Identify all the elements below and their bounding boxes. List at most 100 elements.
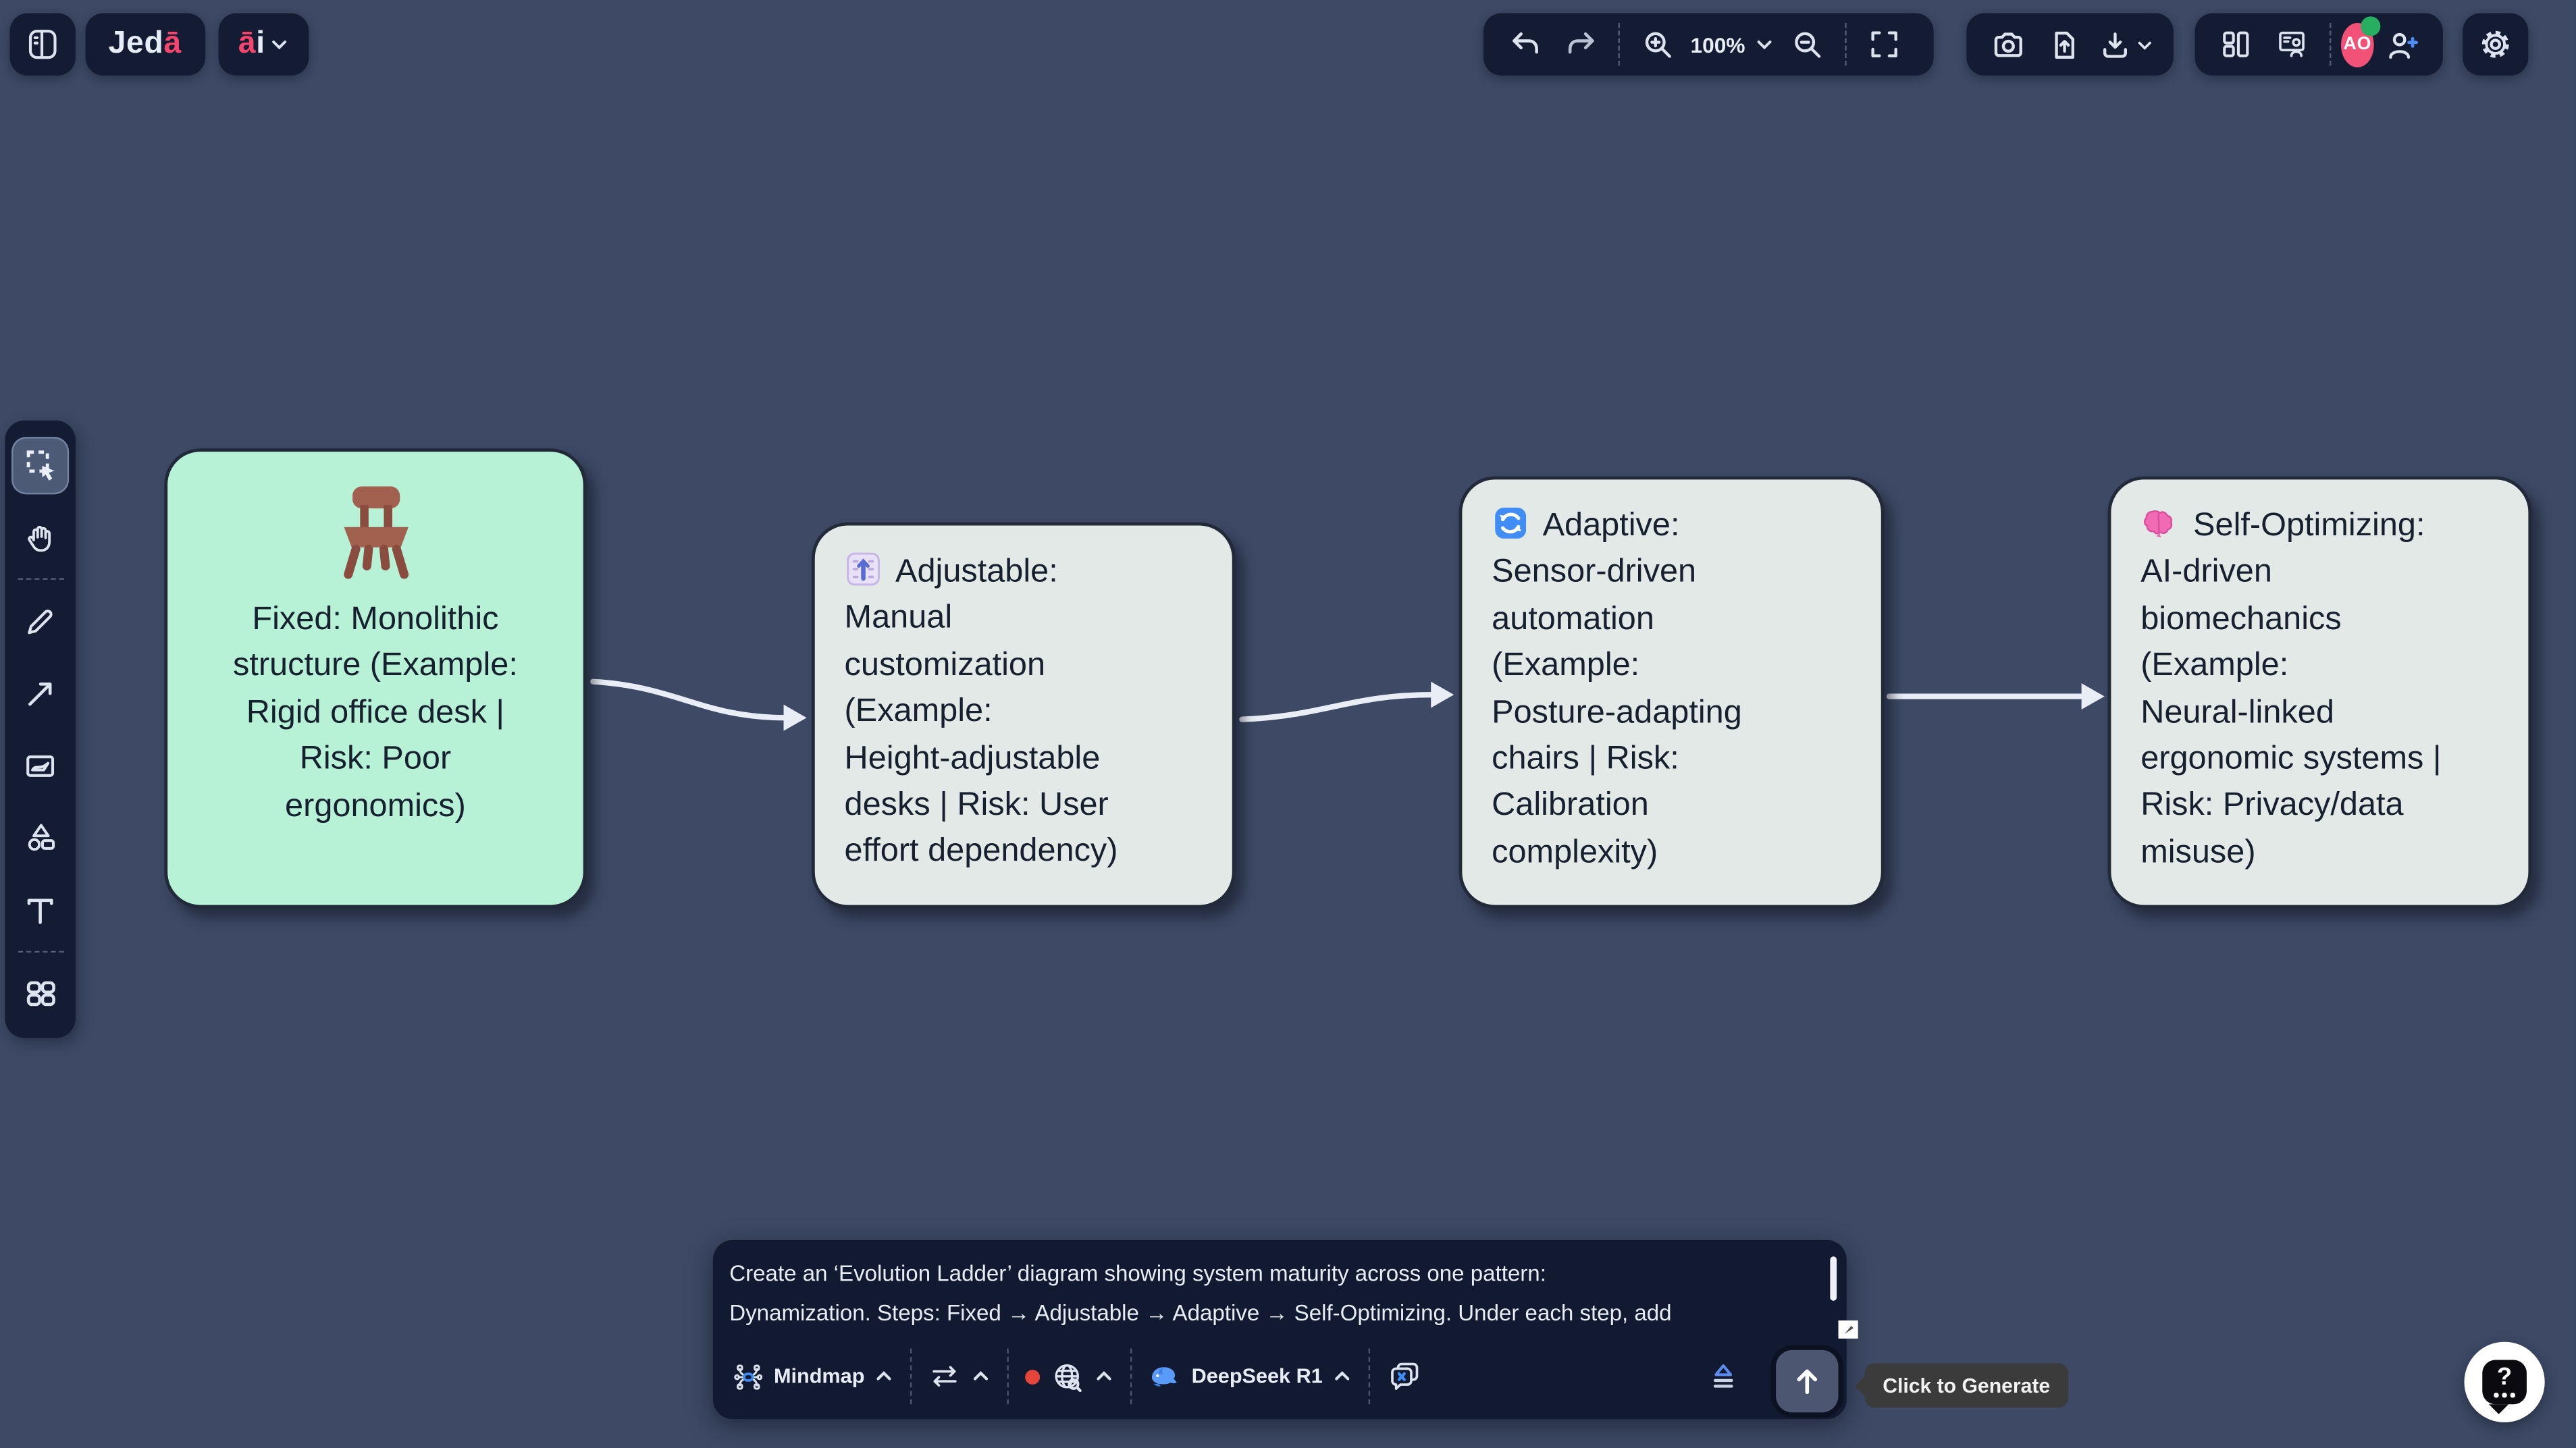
divider [1618, 23, 1620, 66]
generator-type-menu[interactable]: Mindmap [726, 1361, 910, 1392]
tool-pan-hand[interactable] [11, 508, 69, 566]
chair-icon [167, 478, 583, 587]
recording-dot [1025, 1368, 1041, 1384]
generate-tooltip: Click to Generate [1854, 1363, 2068, 1408]
export-toolbar [1966, 13, 2174, 76]
help-button[interactable]: ? [2464, 1341, 2545, 1422]
zoom-level-value: 100% [1690, 32, 1745, 57]
present-button[interactable] [2264, 16, 2320, 72]
tool-apps-grid[interactable] [11, 965, 69, 1022]
divider [17, 950, 63, 953]
level-slider-icon [845, 550, 883, 588]
generate-button[interactable] [1776, 1349, 1839, 1413]
help-dots [2494, 1393, 2515, 1397]
web-globe-icon [1050, 1359, 1084, 1393]
node-text: Fixed: Monolithic structure (Example: Ri… [232, 601, 518, 824]
zoom-menu-chevron[interactable] [1750, 16, 1780, 72]
node-text: Self-Optimizing: AI-driven biomechanics … [2140, 507, 2442, 871]
divider [1845, 23, 1847, 66]
arrow-icon [28, 681, 52, 705]
hand-icon [28, 525, 51, 552]
swap-arrows-icon [933, 1366, 957, 1387]
node-text: Adaptive: Sensor-driven automation (Exam… [1492, 507, 1742, 871]
apps-grid-icon [26, 981, 55, 1007]
fullscreen-button[interactable] [1857, 16, 1913, 72]
zoom-in-button[interactable] [1630, 16, 1686, 72]
history-zoom-toolbar: 100% [1483, 13, 1934, 76]
resize-corner-icon[interactable] [1838, 1320, 1858, 1339]
screenshot-camera-button[interactable] [1980, 16, 2036, 72]
shapes-icon [27, 824, 54, 851]
settings-button[interactable] [2463, 13, 2529, 76]
counterclockwise-arrows-icon [1492, 504, 1529, 542]
brain-icon [2140, 506, 2180, 542]
arrowhead [2081, 683, 2105, 710]
redo-button[interactable] [1552, 16, 1608, 72]
node-adjustable[interactable]: Adjustable: Manual customization (Exampl… [811, 522, 1236, 909]
mindmap-icon [733, 1361, 764, 1392]
tool-select[interactable] [11, 435, 70, 494]
model-label: DeepSeek R1 [1191, 1364, 1323, 1388]
help-bubble-icon: ? [2482, 1360, 2527, 1414]
import-file-button[interactable] [2035, 16, 2091, 72]
up-arrow-icon [1797, 1369, 1818, 1395]
web-search-menu[interactable] [1009, 1359, 1131, 1393]
node-text: Adjustable: Manual customization (Exampl… [844, 553, 1118, 870]
tool-connector-arrow[interactable] [11, 664, 69, 722]
connector-1-2 [590, 678, 789, 721]
download-button[interactable] [2091, 16, 2160, 72]
ai-menu-button[interactable]: āi [218, 13, 310, 76]
divider [2329, 23, 2332, 66]
invite-person-button[interactable] [2374, 16, 2430, 72]
jeda-logo[interactable]: Jedā [85, 13, 205, 76]
chevron-up-icon [974, 1371, 989, 1380]
settings-gear-icon [2477, 26, 2514, 63]
divider [1007, 1348, 1009, 1405]
tools-sidebar [5, 420, 76, 1038]
undo-button[interactable] [1496, 16, 1552, 72]
node-fixed[interactable]: Fixed: Monolithic structure (Example: Ri… [164, 448, 587, 909]
divider [17, 578, 63, 580]
divider [1130, 1348, 1133, 1405]
prompt-input[interactable]: Create an ‘Evolution Ladder’ diagram sho… [729, 1261, 1672, 1325]
ai-menu-label: āi [238, 26, 265, 61]
swap-direction-menu[interactable] [912, 1362, 1007, 1391]
tool-frame-image[interactable] [11, 736, 69, 794]
avatar-initials: AO [2343, 34, 2372, 55]
online-status-dot [2361, 16, 2381, 36]
sidebar-toggle-button[interactable] [9, 13, 76, 76]
node-adaptive[interactable]: Adaptive: Sensor-driven automation (Exam… [1458, 476, 1885, 909]
download-menu-chevron [2138, 41, 2151, 49]
chat-clear-icon [1391, 1362, 1419, 1390]
arrowhead [783, 704, 807, 731]
chevron-up-icon [1097, 1371, 1112, 1380]
tool-pen[interactable] [11, 592, 69, 649]
chevron-down-icon [270, 34, 290, 54]
select-icon [26, 450, 54, 481]
help-question-mark: ? [2496, 1363, 2513, 1392]
zoom-out-button[interactable] [1780, 16, 1836, 72]
node-self-optimizing[interactable]: Self-Optimizing: AI-driven biomechanics … [2107, 476, 2532, 909]
deepseek-whale-icon [1149, 1363, 1182, 1389]
generator-type-label: Mindmap [773, 1364, 865, 1388]
eject-icon [1713, 1364, 1733, 1388]
tool-shapes[interactable] [11, 809, 69, 866]
divider [1368, 1348, 1371, 1405]
clear-chat-button[interactable] [1370, 1358, 1439, 1395]
sidebar-toggle-icon [24, 26, 61, 63]
text-icon [27, 898, 53, 923]
avatar[interactable]: AO [2341, 16, 2381, 67]
model-menu[interactable]: DeepSeek R1 [1132, 1363, 1369, 1389]
connector-2-3 [1239, 692, 1436, 722]
logo-text: Jedā [108, 26, 182, 61]
image-icon [26, 754, 55, 776]
collab-toolbar: AO [2194, 13, 2443, 76]
generate-tooltip-label: Click to Generate [1883, 1374, 2051, 1397]
prompt-scrollbar[interactable] [1829, 1256, 1837, 1301]
chevron-up-icon [1335, 1371, 1350, 1380]
prompt-controls: Mindmap [726, 1345, 1833, 1407]
layout-columns-button[interactable] [2208, 16, 2264, 72]
collapse-bar-button[interactable] [1689, 1358, 1833, 1395]
tool-text[interactable] [11, 881, 69, 938]
